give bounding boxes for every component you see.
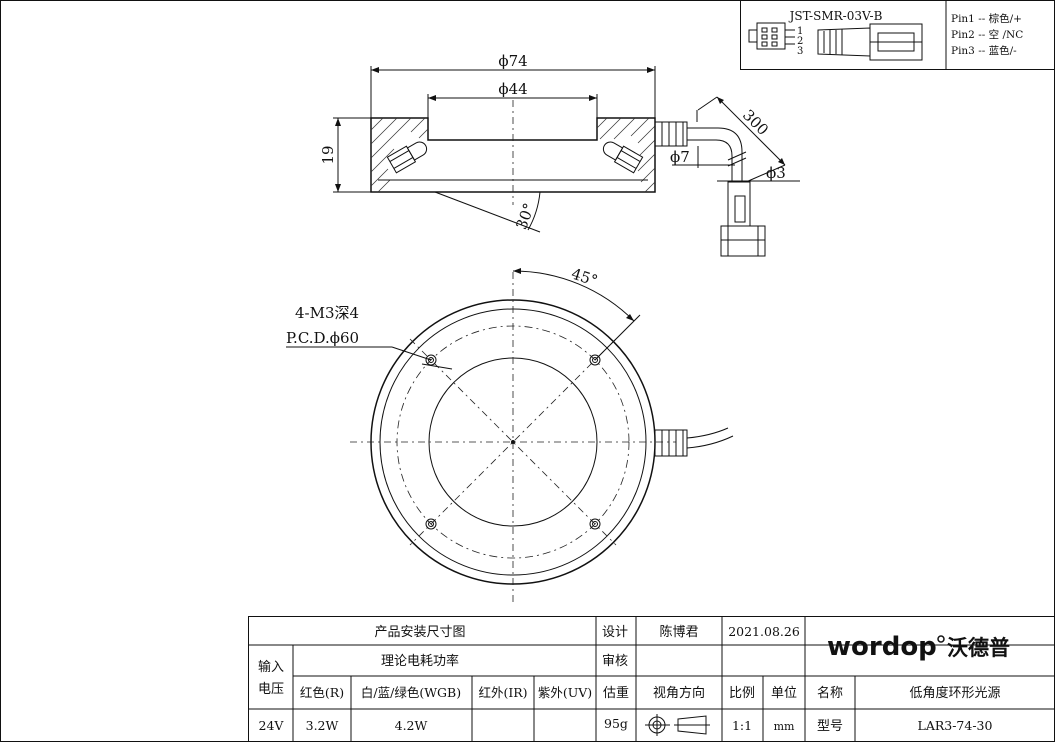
connector-info-box: JST-SMR-03V-B 1 2 3 Pin1 -- 棕色/+ Pin2 [740, 0, 1055, 70]
color-ir-label: 红外(IR) [478, 685, 527, 700]
side-view: ϕ74 ϕ44 [319, 52, 800, 257]
section-hatch-left [370, 117, 429, 193]
led-left-icon [386, 141, 428, 174]
weight-value: 95g [604, 716, 628, 731]
designer-name: 陈博君 [659, 624, 698, 640]
review-label: 审核 [602, 654, 628, 669]
section-hatch-right [596, 117, 656, 193]
top-view: 45° 4-M3深4 P.C.D.ϕ60 [286, 265, 734, 606]
outer-diameter-label: ϕ74 [498, 52, 527, 70]
product-name: 低角度环形光源 [909, 685, 1000, 701]
design-label: 设计 [602, 625, 628, 640]
power-wgb-value: 4.2W [395, 718, 428, 733]
name-label: 名称 [817, 685, 843, 701]
unit-label: 单位 [771, 686, 797, 701]
led-right-icon [602, 141, 644, 174]
unit-value: mm [774, 720, 795, 733]
brand-logo-chinese: 沃德普 [947, 636, 1010, 660]
design-date: 2021.08.26 [728, 624, 800, 639]
brand-logo-latin: wordop [827, 632, 937, 662]
top-cable-gland-icon [654, 427, 734, 457]
mounting-hole-icon [425, 354, 601, 530]
power-label: 理论电耗功率 [381, 653, 459, 669]
input-voltage-label-line1: 输入 [258, 659, 284, 675]
color-uv-label: 紫外(UV) [538, 685, 592, 700]
pin1-label: Pin1 -- 棕色/+ [951, 12, 1022, 25]
pin2-label: Pin2 -- 空 /NC [951, 28, 1023, 41]
model-value: LAR3-74-30 [918, 718, 993, 733]
connector-symbol-icon [748, 22, 795, 50]
angle-45-label: 45° [569, 265, 600, 290]
pin-number-2: 2 [797, 36, 803, 47]
weight-label: 估重 [603, 685, 629, 701]
cable-gland-label: ϕ7 [670, 148, 690, 166]
input-voltage-label-line2: 电压 [258, 682, 284, 697]
model-label: 型号 [817, 719, 843, 734]
cable-gland-icon [654, 121, 688, 147]
scale-label: 比例 [729, 686, 755, 701]
drawing-title: 产品安装尺寸图 [374, 625, 465, 640]
cable-diameter-label: ϕ3 [766, 164, 786, 182]
scale-value: 1:1 [732, 718, 752, 733]
plug-symbol-icon [817, 23, 923, 61]
color-red-label: 红色(R) [300, 685, 344, 700]
projection-symbol-icon [645, 714, 710, 736]
hole-spec-label: 4-M3深4 [295, 304, 359, 322]
pcd-label: P.C.D.ϕ60 [286, 329, 359, 347]
cable-length-label: 300 [739, 106, 772, 139]
pin-number-3: 3 [797, 46, 803, 57]
pin-number-1: 1 [797, 26, 803, 37]
height-label: 19 [319, 145, 337, 164]
pin3-label: Pin3 -- 蓝色/- [951, 44, 1017, 57]
color-wgb-label: 白/蓝/绿色(WGB) [361, 685, 461, 700]
title-block: 产品安装尺寸图 设计 陈博君 2021.08.26 输入 电压 理论电耗功率 审… [248, 616, 1055, 742]
connector-model: JST-SMR-03V-B [788, 9, 883, 23]
voltage-value: 24V [259, 718, 285, 733]
cable-plug-icon [720, 181, 766, 257]
inner-diameter-label: ϕ44 [498, 80, 527, 98]
view-direction-label: 视角方向 [653, 685, 705, 701]
brand-logo: wordop 沃德普 [827, 632, 1010, 662]
angle-30-label: 30° [512, 201, 538, 232]
power-red-value: 3.2W [306, 718, 339, 733]
